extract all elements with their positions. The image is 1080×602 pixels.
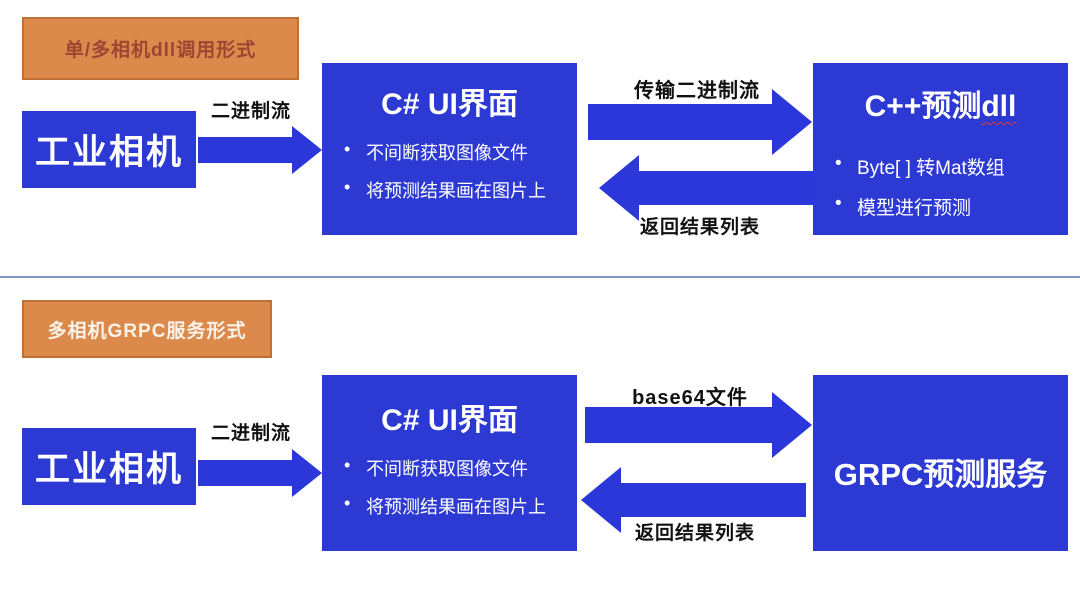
bullet-item: 不间断获取图像文件 xyxy=(342,455,577,481)
section2-forward-label: base64文件 xyxy=(632,387,748,409)
arrow-head-right xyxy=(292,126,325,174)
bullet-item: 将预测结果画在图片上 xyxy=(342,493,577,519)
bullet-item: Byte[ ] 转Mat数组 xyxy=(833,153,1068,180)
section1-ui-bullets: 不间断获取图像文件 将预测结果画在图片上 xyxy=(322,139,577,203)
section2-ui-bullets: 不间断获取图像文件 将预测结果画在图片上 xyxy=(322,455,577,519)
section1-forward-label: 传输二进制流 xyxy=(634,80,760,102)
arrow-head-left xyxy=(596,155,639,221)
arrow-head-right xyxy=(292,449,325,497)
section1-cpp-box: C++预测dll Byte[ ] 转Mat数组 模型进行预测 xyxy=(813,63,1068,235)
section1-camera-box: 工业相机 xyxy=(22,111,196,188)
section2-return-label: 返回结果列表 xyxy=(634,523,755,544)
section2-return-arrow xyxy=(578,467,806,533)
section2-binary-stream-label: 二进制流 xyxy=(210,423,291,444)
section1-forward-arrow xyxy=(588,89,815,155)
section2-grpc-title: GRPC预测服务 xyxy=(833,456,1048,492)
section2-forward-arrow xyxy=(585,392,815,458)
section1-ui-title: C# UI界面 xyxy=(381,88,518,121)
bullet-item: 将预测结果画在图片上 xyxy=(342,177,577,203)
arrow-head-right xyxy=(772,89,815,155)
arrow-shaft xyxy=(198,137,292,163)
arrow-shaft xyxy=(639,171,815,205)
section1-camera-arrow xyxy=(198,126,325,174)
section1-ui-box: C# UI界面 不间断获取图像文件 将预测结果画在图片上 xyxy=(322,63,577,235)
arrow-head-left xyxy=(578,467,621,533)
section1-return-label: 返回结果列表 xyxy=(639,217,760,238)
arrow-shaft xyxy=(198,460,292,486)
arrow-shaft xyxy=(588,104,772,140)
cpp-title-text: C++预测 xyxy=(864,90,982,123)
section1-return-arrow xyxy=(596,155,815,221)
arrow-shaft xyxy=(621,483,806,517)
section2-tag: 多相机GRPC服务形式 xyxy=(22,300,272,358)
arrow-head-right xyxy=(772,392,815,458)
section2-camera-arrow xyxy=(198,449,325,497)
section2-ui-title: C# UI界面 xyxy=(381,404,518,437)
section1-binary-stream-label: 二进制流 xyxy=(210,101,291,122)
cpp-title-dll-spellcheck: dll xyxy=(981,90,1017,123)
arrow-shaft xyxy=(585,407,772,443)
section1-cpp-bullets: Byte[ ] 转Mat数组 模型进行预测 xyxy=(813,153,1068,220)
section2-grpc-box: GRPC预测服务 xyxy=(813,375,1068,551)
section1-tag: 单/多相机dll调用形式 xyxy=(22,17,299,80)
section1-cpp-title: C++预测dll xyxy=(813,81,1068,125)
section2-camera-box: 工业相机 xyxy=(22,428,196,505)
section2-ui-box: C# UI界面 不间断获取图像文件 将预测结果画在图片上 xyxy=(322,375,577,551)
bullet-item: 模型进行预测 xyxy=(833,193,1068,220)
section-divider-line xyxy=(0,276,1080,278)
bullet-item: 不间断获取图像文件 xyxy=(342,139,577,165)
